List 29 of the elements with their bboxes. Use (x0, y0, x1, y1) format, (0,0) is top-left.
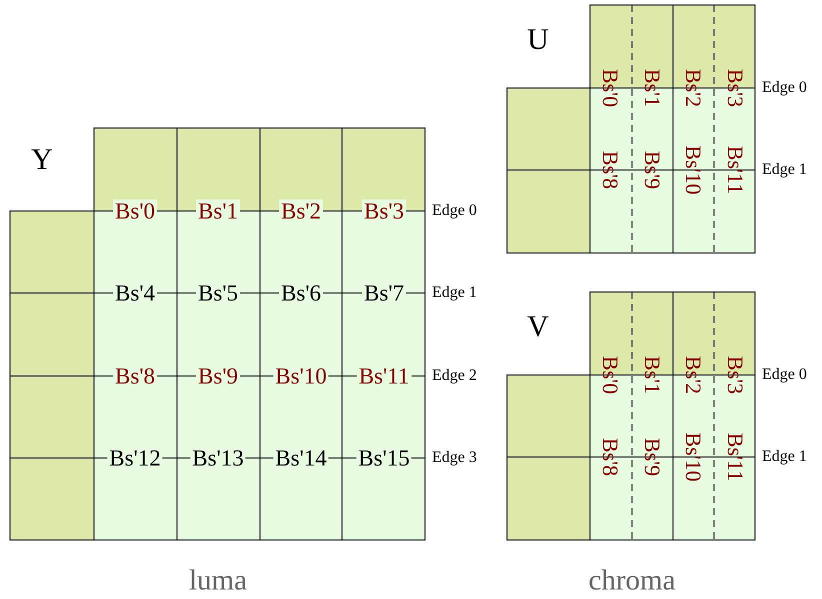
caption-text: chroma (588, 566, 676, 596)
boundary-row-label: Edge 0 (432, 203, 477, 219)
block-label: Bs'1 (641, 356, 663, 394)
block-label: Bs'9 (641, 150, 663, 190)
block-label: Bs'0 (599, 68, 621, 108)
caption-text: luma (189, 566, 247, 596)
boundary-row-label: Edge 1 (762, 449, 807, 465)
block-label: Bs'10 (682, 432, 704, 482)
block-label: Bs'8 (599, 438, 621, 476)
boundary-row-label: Edge 1 (432, 285, 477, 302)
block-label: Bs'0 (599, 356, 621, 394)
boundary-row-label: Edge 3 (432, 450, 477, 466)
block-label: Bs'3 (724, 356, 746, 394)
plane-label: Y (31, 145, 53, 175)
plane-label: V (527, 312, 549, 342)
plane-label: U (527, 25, 549, 55)
boundary-row-label: Edge 1 (762, 162, 807, 178)
block-label: Bs'9 (641, 438, 663, 476)
block-label: Bs'2 (682, 68, 704, 108)
block-label: Bs'1 (641, 68, 663, 108)
boundary-row-label: Edge 2 (432, 368, 477, 384)
boundary-row-label: Edge 0 (762, 367, 807, 383)
boundary-row-label: Edge 0 (762, 80, 807, 96)
block-label: Bs'11 (724, 432, 746, 482)
block-label: Bs'3 (724, 68, 746, 108)
block-label: Bs'11 (724, 146, 746, 194)
block-label: Bs'10 (682, 145, 704, 195)
block-label: Bs'8 (599, 150, 621, 190)
block-label: Bs'2 (682, 356, 704, 394)
